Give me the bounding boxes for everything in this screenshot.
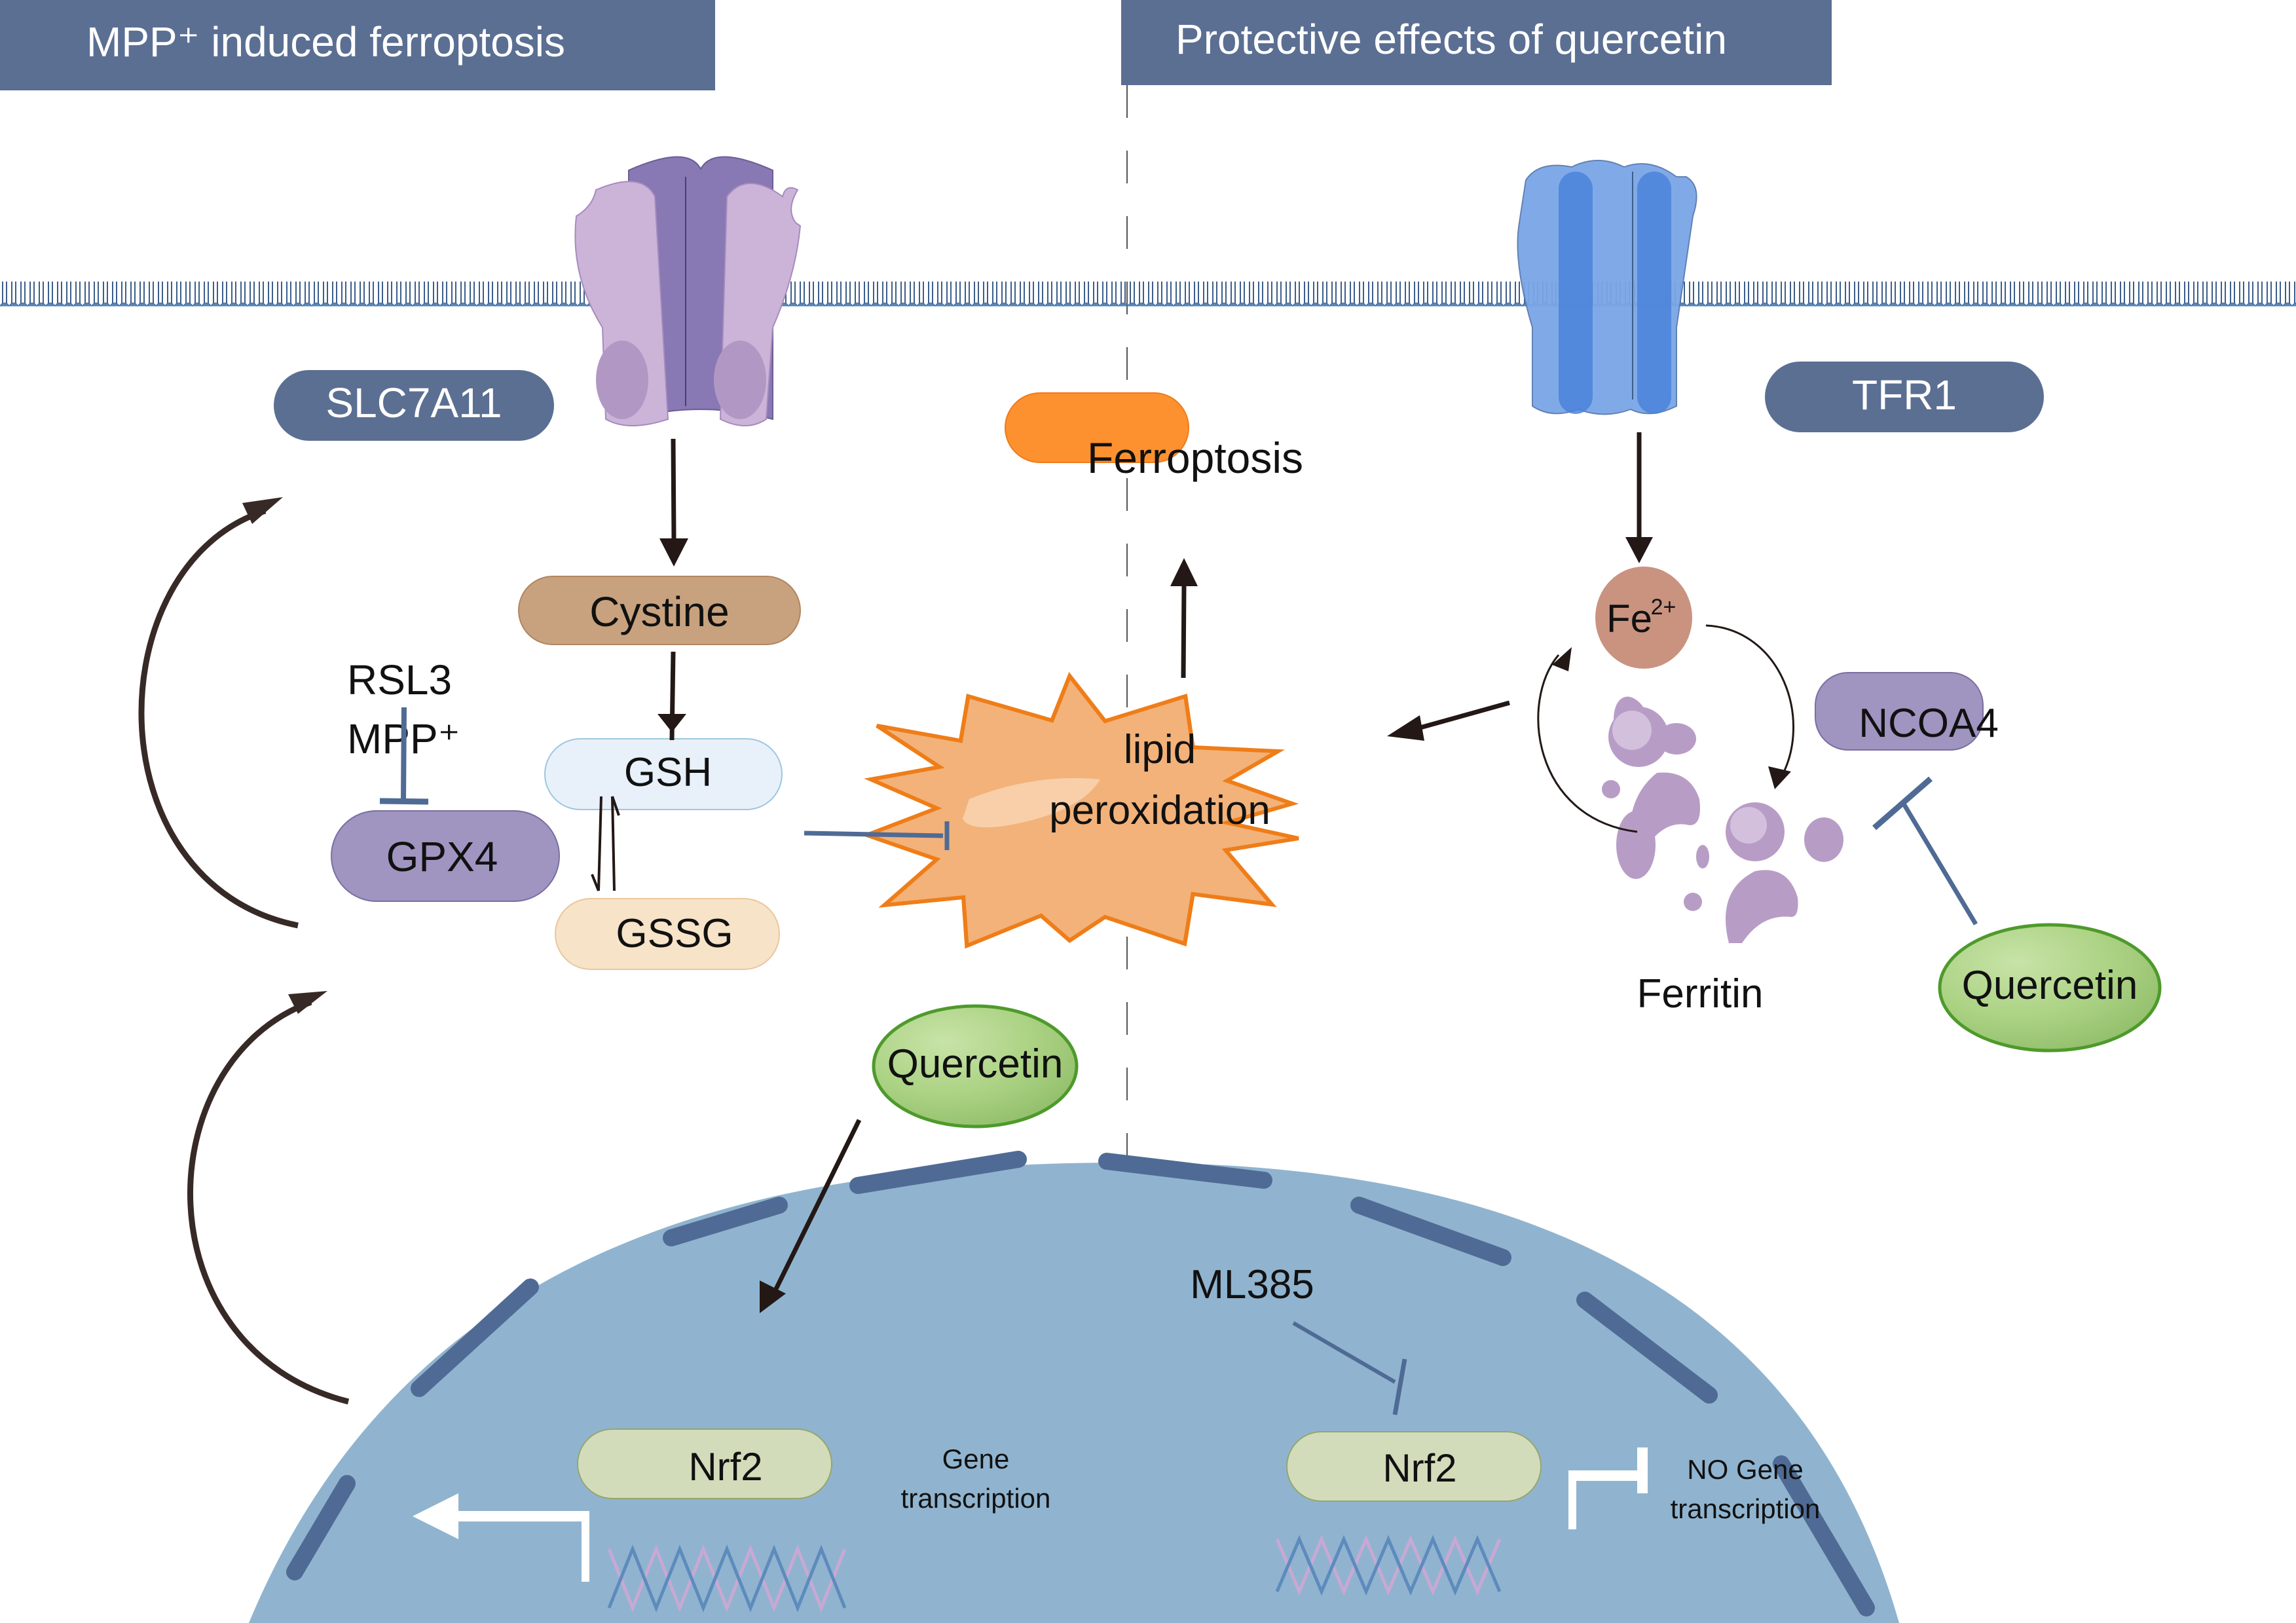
ferritin-icon: [1602, 696, 1700, 851]
svg-text:TFR1: TFR1: [1852, 371, 1957, 419]
dna-helix-right-icon: [1275, 1535, 1502, 1596]
arrow-fe-to-lipid: [1387, 700, 1510, 741]
svg-text:peroxidation: peroxidation: [1049, 788, 1270, 833]
no-gene-transcription-line1: NO Gene: [1687, 1454, 1803, 1485]
gsh-gssg-equilibrium-arrows: [591, 796, 620, 891]
svg-text:Quercetin: Quercetin: [887, 1041, 1064, 1087]
svg-text:Cystine: Cystine: [589, 588, 729, 635]
svg-text:GSH: GSH: [624, 750, 712, 795]
svg-text:2+: 2+: [1651, 595, 1676, 620]
no-gene-transcription-line2: transcription: [1671, 1493, 1821, 1524]
header-right: Protective effects of quercetin: [1121, 0, 1832, 85]
ferritin-label: Ferritin: [1637, 971, 1764, 1017]
arrow-gpx4-to-slc7a11-curve: [138, 497, 299, 929]
arrow-tfr1-to-fe: [1625, 432, 1653, 563]
header-left-title: MPP⁺ induced ferroptosis: [86, 18, 565, 65]
fe2-node: Fe 2+: [1595, 567, 1692, 669]
tfr1-label: TFR1: [1765, 362, 2044, 432]
transcription-arrow-icon: [413, 1493, 589, 1582]
lipid-peroxidation-node: lipid peroxidation: [861, 671, 1299, 949]
svg-text:Nrf2: Nrf2: [688, 1445, 762, 1489]
blocked-transcription-icon: [1568, 1447, 1648, 1529]
quercetin-mid-node: Quercetin: [872, 1004, 1079, 1129]
ferroptosis-node: Ferroptosis: [1005, 392, 1303, 482]
rsl3-label: RSL3: [347, 656, 452, 703]
cell-membrane: [0, 281, 2296, 307]
gsh-node: GSH: [544, 738, 783, 810]
quercetin-inhibits-ncoa4: [1872, 776, 1978, 925]
nucleus: [249, 1163, 1899, 1623]
arrow-nucleus-to-gpx4-curve: [187, 991, 350, 1405]
ncoa4-node: NCOA4: [1815, 672, 1999, 751]
slc7a11-transporter-icon: [574, 156, 802, 426]
ml385-label: ML385: [1190, 1262, 1314, 1307]
tfr1-receptor-icon: [1517, 160, 1697, 415]
header-right-title: Protective effects of quercetin: [1176, 16, 1727, 63]
arrow-quercetin-to-nrf2: [760, 1119, 862, 1313]
ml385-inhibits-nrf2: [1292, 1321, 1407, 1415]
nrf2-right-node: Nrf2: [1286, 1431, 1542, 1502]
cystine-node: Cystine: [518, 576, 801, 645]
svg-text:Quercetin: Quercetin: [1962, 963, 2138, 1008]
svg-text:Ferroptosis: Ferroptosis: [1087, 434, 1303, 482]
svg-text:NCOA4: NCOA4: [1859, 701, 1999, 746]
svg-text:GSSG: GSSG: [616, 911, 733, 956]
ferritin-icon-cluster: [1616, 802, 1843, 943]
arrow-cystine-to-gsh: [657, 651, 686, 741]
arrow-fe-to-ferritin-curve: [1705, 624, 1794, 789]
svg-text:Nrf2: Nrf2: [1382, 1446, 1456, 1490]
svg-text:GPX4: GPX4: [386, 833, 498, 880]
arrow-lipid-to-ferroptosis: [1170, 558, 1198, 679]
svg-text:lipid: lipid: [1124, 727, 1196, 772]
dna-helix-left-icon: [607, 1544, 847, 1613]
header-left: MPP⁺ induced ferroptosis: [0, 0, 715, 90]
gene-transcription-line2: transcription: [901, 1483, 1051, 1514]
arrow-slc7a11-to-cystine: [659, 438, 688, 567]
gpx4-node: GPX4: [331, 810, 560, 902]
gssg-node: GSSG: [555, 898, 780, 970]
arrow-ferritin-to-fe-curve: [1537, 647, 1638, 833]
nrf2-left-node: Nrf2: [577, 1428, 832, 1499]
slc7a11-label: SLC7A11: [274, 370, 554, 441]
gene-transcription-line1: Gene: [942, 1444, 1010, 1474]
quercetin-right-node: Quercetin: [1938, 923, 2162, 1053]
rsl3-inhibits-gpx4: [379, 707, 429, 805]
gsh-inhibits-lipid-peroxidation: [804, 821, 950, 850]
nuclear-envelope: [286, 1151, 1875, 1616]
svg-text:SLC7A11: SLC7A11: [325, 379, 502, 426]
svg-text:Fe: Fe: [1606, 597, 1652, 641]
